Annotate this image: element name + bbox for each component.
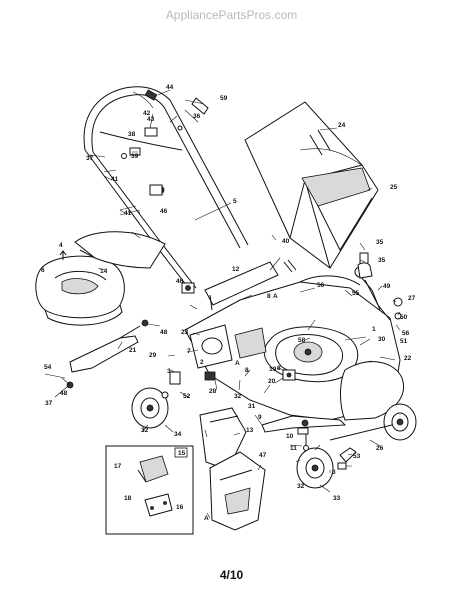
callout-label: 24	[338, 122, 346, 129]
callout-label: 50	[400, 314, 408, 321]
callout-label: 22	[404, 355, 412, 362]
callout-label: 31	[248, 403, 256, 410]
callout-label: A	[273, 293, 278, 300]
callout-label: 25	[390, 184, 398, 191]
callout-label: 35	[376, 239, 384, 246]
callout-label: 3	[332, 469, 336, 476]
callout-label: 17	[114, 463, 122, 470]
callout-label: 39	[131, 153, 139, 160]
callout-label: 8	[267, 293, 271, 300]
inset-box	[105, 445, 194, 535]
callout-label: 10	[286, 433, 294, 440]
watermark: AppliancePartsPros.com	[165, 8, 298, 22]
callout-label: 37	[86, 155, 94, 162]
callout-label: 5	[233, 198, 237, 205]
callout-label: A	[204, 515, 209, 522]
blade-assembly	[261, 415, 347, 451]
callout-label: 8	[277, 365, 281, 372]
callout-label: 58	[298, 337, 306, 344]
callout-label: 47	[259, 452, 267, 459]
callout-label: 40	[282, 238, 290, 245]
callout-label: 16	[176, 504, 184, 511]
callout-label: 9	[258, 414, 262, 421]
callout-label: 19	[269, 366, 277, 373]
callout-label: 2	[200, 359, 204, 366]
wheels	[131, 387, 417, 489]
callout-label: 46	[160, 208, 168, 215]
callout-label: 35	[378, 257, 386, 264]
callout-label: 48	[160, 329, 168, 336]
page-number: 4/10	[219, 568, 244, 582]
callout-label: 13	[246, 427, 254, 434]
callout-label: 54	[44, 364, 52, 371]
callout-label: 43	[147, 116, 155, 123]
callout-label: 26	[376, 445, 384, 452]
callout-label: 27	[408, 295, 416, 302]
inset-label: 15	[178, 450, 186, 457]
callout-label: 32	[141, 427, 149, 434]
callout-label: 12	[232, 266, 240, 273]
callout-label: 11	[290, 445, 297, 452]
callout-label: 46	[176, 278, 184, 285]
callout-label: 41	[124, 210, 132, 217]
callout-label: 7	[187, 348, 191, 355]
engine-cover	[35, 231, 166, 326]
callout-label: 6	[41, 267, 45, 274]
leader-lines	[44, 89, 401, 519]
callout-label: 56	[402, 330, 410, 337]
callout-label: 52	[183, 393, 191, 400]
callout-label: 38	[128, 131, 136, 138]
callout-label: 37	[45, 400, 53, 407]
callout-label: 32	[234, 393, 242, 400]
callout-label: 42	[143, 110, 151, 117]
grass-bag	[244, 101, 379, 269]
callout-label: A	[235, 360, 240, 367]
callout-label: 51	[400, 338, 408, 345]
callout-label: 30	[378, 336, 386, 343]
callout-label: 56	[317, 282, 325, 289]
callout-label: 23	[181, 329, 189, 336]
callout-label: 53	[353, 453, 361, 460]
callout-label: 18	[124, 495, 132, 502]
callout-label: 3	[167, 368, 171, 375]
callout-label: 4	[59, 242, 63, 249]
discharge-chute-parts	[199, 407, 266, 531]
callout-label: 33	[333, 495, 341, 502]
callout-label: 29	[149, 352, 157, 359]
callout-label: 8	[245, 367, 249, 374]
callout-label: 36	[193, 113, 201, 120]
callout-label: 59	[220, 95, 228, 102]
callout-labels: 1 2 3 3 4 5 6 7 8 8 8 9 10 11 12 13 14 1…	[41, 84, 416, 522]
callout-label: 34	[174, 431, 182, 438]
callout-label: 49	[383, 283, 391, 290]
callout-label: 1	[372, 326, 376, 333]
callout-label: 44	[166, 84, 174, 91]
callout-label: 41	[111, 176, 119, 183]
callout-label: 14	[100, 268, 108, 275]
callout-label: 20	[268, 378, 276, 385]
axle-assembly	[61, 319, 181, 399]
callout-label: 55	[352, 290, 360, 297]
callout-label: 21	[129, 347, 137, 354]
mower-deck	[184, 259, 404, 421]
callout-label: 28	[209, 388, 217, 395]
callout-label: 32	[297, 483, 305, 490]
handle-assembly	[83, 86, 249, 294]
callout-label: 48	[60, 390, 68, 397]
